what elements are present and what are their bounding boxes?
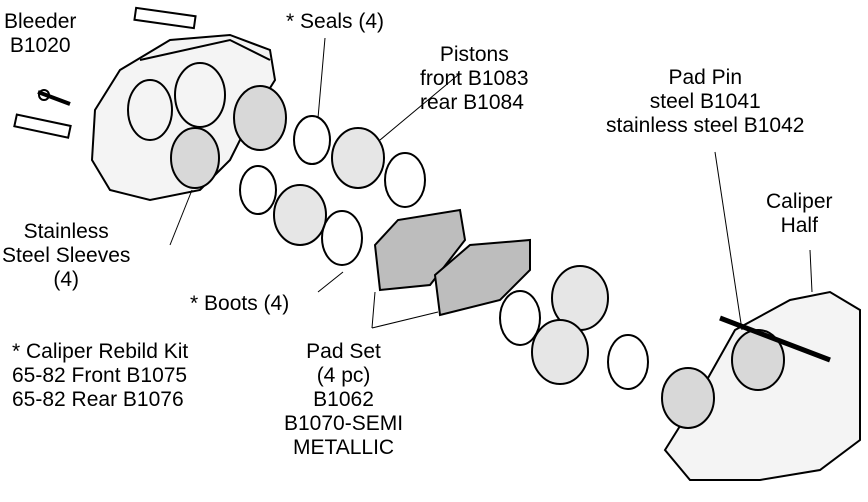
seals-label: * Seals (4) (286, 10, 385, 33)
stainless-sleeves (170, 85, 287, 189)
seals (239, 115, 331, 215)
pad-set-label: Pad Set (4 pc) B1062 B1070-SEMI METALLIC (284, 340, 404, 459)
bleeder-label: Bleeder B1020 (4, 10, 77, 57)
leader-lines (169, 37, 813, 331)
pad-pin-label: Pad Pin steel B1041 stainless steel B104… (606, 66, 805, 137)
pistons (273, 127, 609, 385)
pad-pin (719, 315, 831, 363)
rebuild-kit-label: * Caliper Rebild Kit 65-82 Front B1075 6… (12, 340, 189, 411)
sleeves-label: Stainless Steel Sleeves (4) (2, 220, 131, 291)
boots (321, 152, 649, 390)
boots-label: * Boots (4) (190, 292, 290, 315)
pad-set (373, 208, 531, 317)
right-caliper-half (661, 290, 861, 481)
pistons-label: Pistons front B1083 rear B1084 (420, 43, 529, 114)
caliper-half-label: Caliper Half (766, 190, 833, 237)
bleeder-screw (37, 89, 71, 106)
